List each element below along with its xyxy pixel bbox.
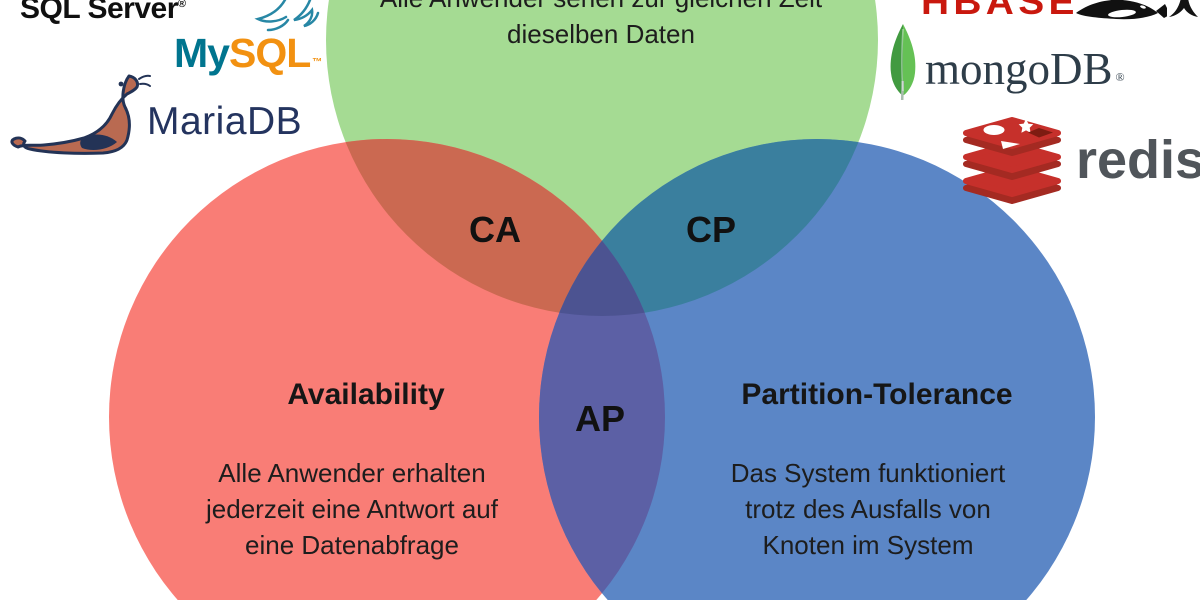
mariadb-sealion-icon — [10, 74, 151, 155]
intersection-label-ap: AP — [574, 398, 626, 439]
intersection-label-cp: CP — [685, 209, 737, 250]
partition-tolerance-description: Das System funktioniert trotz des Ausfal… — [730, 458, 1006, 560]
hbase-label: HBASE — [921, 0, 1079, 16]
mariadb-label: MariaDB — [147, 100, 303, 143]
redis-logo: redis — [1076, 131, 1200, 189]
mysql-label-sql: SQL — [228, 30, 311, 76]
hbase-logo: HBASE — [921, 0, 1099, 16]
overlap-cp — [539, 139, 878, 316]
mongodb-reg: ® — [1115, 70, 1125, 84]
redis-label: redis — [1076, 130, 1200, 190]
intersection-label-ca: CA — [469, 209, 521, 250]
availability-title: Availability — [287, 378, 445, 411]
redis-stack-icon — [963, 117, 1061, 204]
partition-tolerance-title: Partition-Tolerance — [741, 378, 1013, 411]
sql-server-reg: ® — [177, 0, 186, 10]
overlap-ca — [326, 139, 665, 316]
mongodb-label: mongoDB — [925, 44, 1113, 94]
mongodb-logo: mongoDB® — [925, 47, 1125, 100]
availability-description: Alle Anwender erhalten jederzeit eine An… — [206, 458, 498, 560]
hbase-orca-icon — [1076, 0, 1167, 20]
sql-server-label: SQL Server — [20, 0, 178, 25]
mariadb-logo: MariaDB — [147, 100, 302, 144]
orca-tail-icon — [1169, 0, 1198, 17]
consistency-description: Alle Anwender sehen zur gleichen Zeit di… — [380, 0, 822, 49]
mysql-dolphin-icon — [254, 0, 320, 32]
sql-server-logo: SQL Server® — [20, 0, 186, 26]
mongodb-leaf-icon — [890, 24, 916, 101]
mysql-label-my: My — [174, 30, 230, 76]
mysql-tm: ™ — [312, 57, 322, 68]
